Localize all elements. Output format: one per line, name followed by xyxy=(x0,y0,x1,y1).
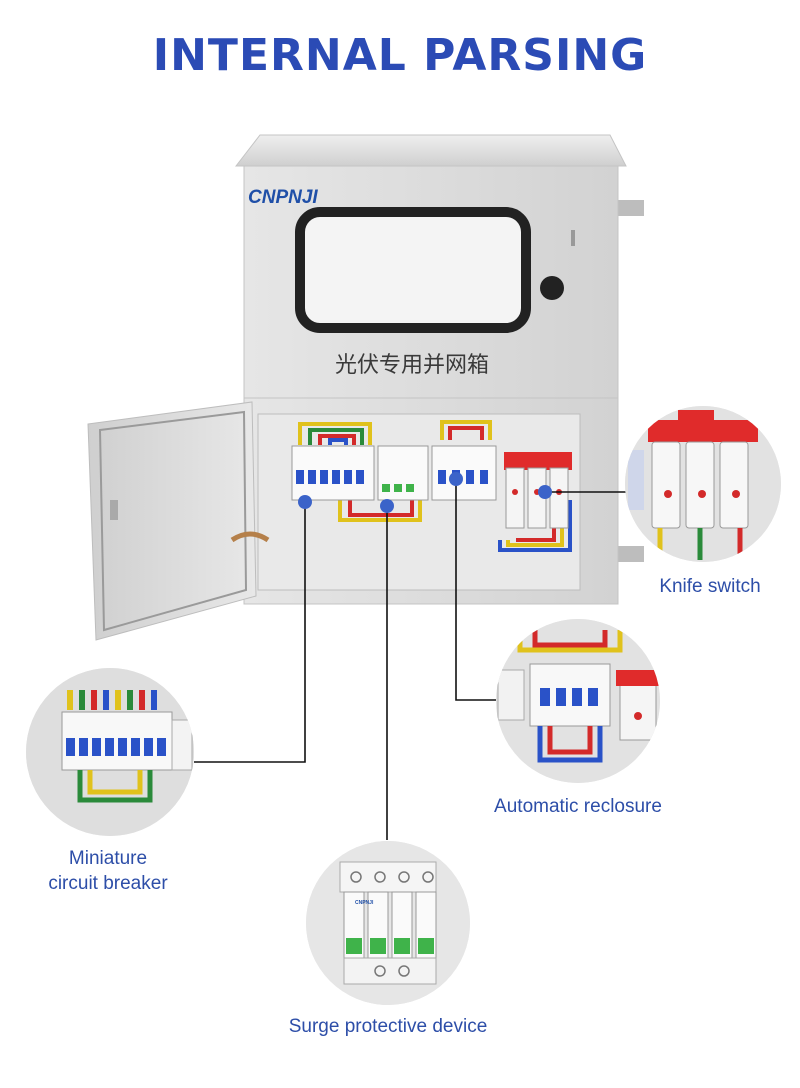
lock-knob xyxy=(540,276,564,300)
inspection-window xyxy=(295,207,531,333)
callout-dots xyxy=(298,472,552,513)
label-automatic-reclosure: Automatic reclosure xyxy=(494,796,662,817)
brand-logo: CNPNJI xyxy=(248,187,318,208)
label-miniature-circuit-breaker: Miniature circuit breaker xyxy=(30,846,186,896)
knife-switch-group xyxy=(504,452,572,529)
spd-module-brand: CNPNJI xyxy=(355,900,374,906)
label-knife-switch: Knife switch xyxy=(659,576,761,597)
callout-dot-reclosure xyxy=(449,472,463,486)
knife-switch-zoom xyxy=(625,406,781,562)
page-title: INTERNAL PARSING xyxy=(152,30,648,81)
spd-group xyxy=(377,445,429,501)
mcb-group xyxy=(291,445,375,501)
callout-dot-knife-switch xyxy=(538,485,552,499)
label-mcb-line2: circuit breaker xyxy=(48,873,168,894)
callout-dot-mcb xyxy=(298,495,312,509)
mounting-bracket-top xyxy=(618,200,644,216)
mounting-bracket-bottom xyxy=(618,546,644,562)
label-mcb-line1: Miniature xyxy=(68,848,148,869)
reclosure-group xyxy=(431,445,497,501)
automatic-reclosure-zoom xyxy=(496,619,660,783)
surge-protective-device-zoom xyxy=(306,841,470,1005)
callout-dot-spd xyxy=(380,499,394,513)
cabinet xyxy=(87,134,644,641)
callout-lines xyxy=(194,479,640,840)
label-surge-protective-device: Surge protective device xyxy=(288,1016,488,1037)
miniature-circuit-breaker-zoom xyxy=(26,668,194,836)
cabinet-nameplate: 光伏专用并网箱 xyxy=(335,353,489,378)
open-door xyxy=(87,401,257,641)
